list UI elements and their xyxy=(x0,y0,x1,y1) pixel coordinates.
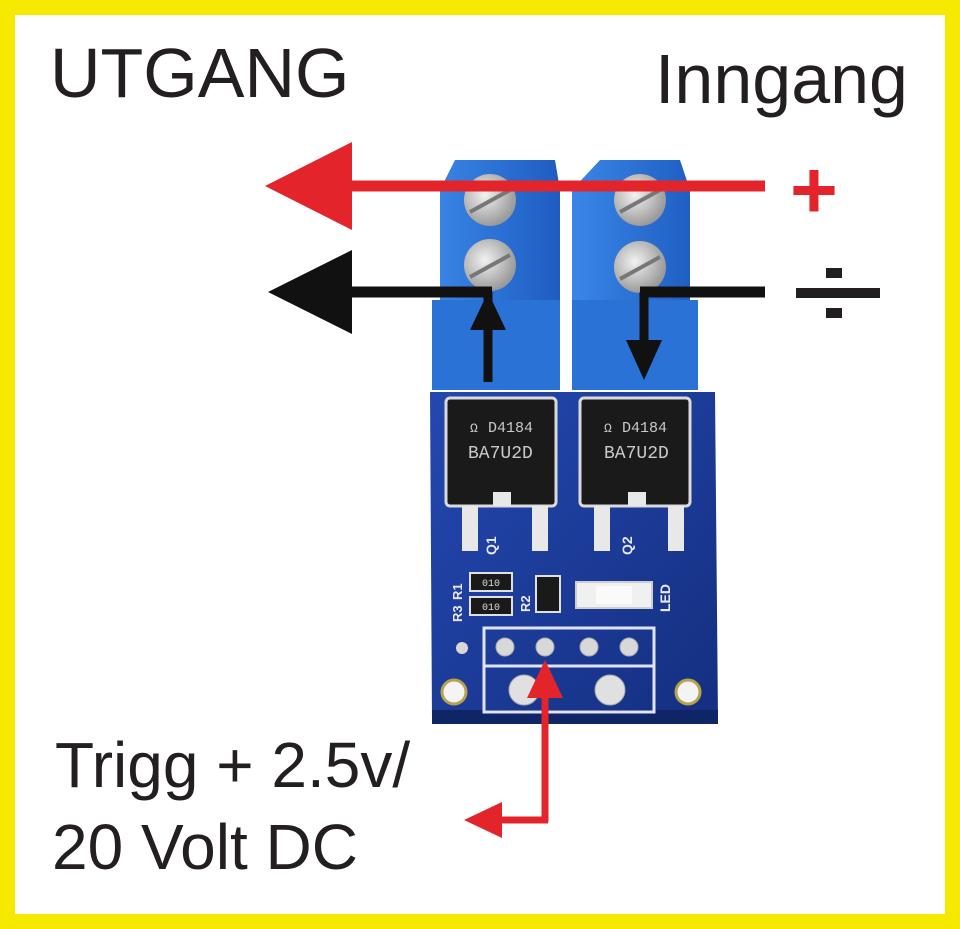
chip-marking: BA7U2D xyxy=(604,444,669,464)
mosfet-q1: Ω D4184 BA7U2D xyxy=(444,396,558,551)
silkscreen: Q1 Q2 R1 R3 R2 LED 010 010 xyxy=(450,536,673,714)
silk-led: LED xyxy=(657,584,673,612)
chip-marking: D4184 xyxy=(622,420,667,437)
resistor xyxy=(469,572,513,592)
output-plus-arrow xyxy=(265,142,765,230)
silk-r3: R3 xyxy=(450,605,465,622)
trigger-arrow xyxy=(464,660,563,838)
silk-q2: Q2 xyxy=(619,536,635,555)
header-pin xyxy=(535,637,555,657)
header-pin xyxy=(579,637,599,657)
mosfet-q2: Ω D4184 BA7U2D xyxy=(578,396,692,551)
input-minus-arrow xyxy=(626,286,765,380)
chip-marking: BA7U2D xyxy=(468,444,533,464)
via xyxy=(456,642,468,654)
input-title: Inngang xyxy=(654,40,908,118)
silk-r1: R1 xyxy=(450,583,465,600)
svg-text:010: 010 xyxy=(482,603,500,614)
output-title: UTGANG xyxy=(50,34,350,112)
svg-text:010: 010 xyxy=(482,579,500,590)
silk-r2: R2 xyxy=(518,595,533,612)
plus-sign: + xyxy=(790,145,838,236)
trigger-label-line1: Trigg + 2.5v/ xyxy=(55,729,411,801)
division-sign-icon xyxy=(796,268,880,318)
header-pin xyxy=(495,637,515,657)
resistor-r2 xyxy=(535,575,561,613)
mounting-hole xyxy=(674,678,702,706)
chip-marking: D4184 xyxy=(488,420,533,437)
alpha-omega-logo-icon: Ω xyxy=(604,421,612,436)
terminal-block-output xyxy=(432,160,560,390)
pad xyxy=(594,674,626,706)
alpha-omega-logo-icon: Ω xyxy=(470,421,478,436)
terminal-block-input xyxy=(572,160,698,390)
mounting-hole xyxy=(440,678,468,706)
header-pin xyxy=(619,637,639,657)
silk-q1: Q1 xyxy=(483,536,499,555)
trigger-header-outline xyxy=(482,626,656,714)
trigger-label-line2: 20 Volt DC xyxy=(52,811,358,883)
resistor xyxy=(469,596,513,616)
output-minus-arrow xyxy=(268,250,506,382)
